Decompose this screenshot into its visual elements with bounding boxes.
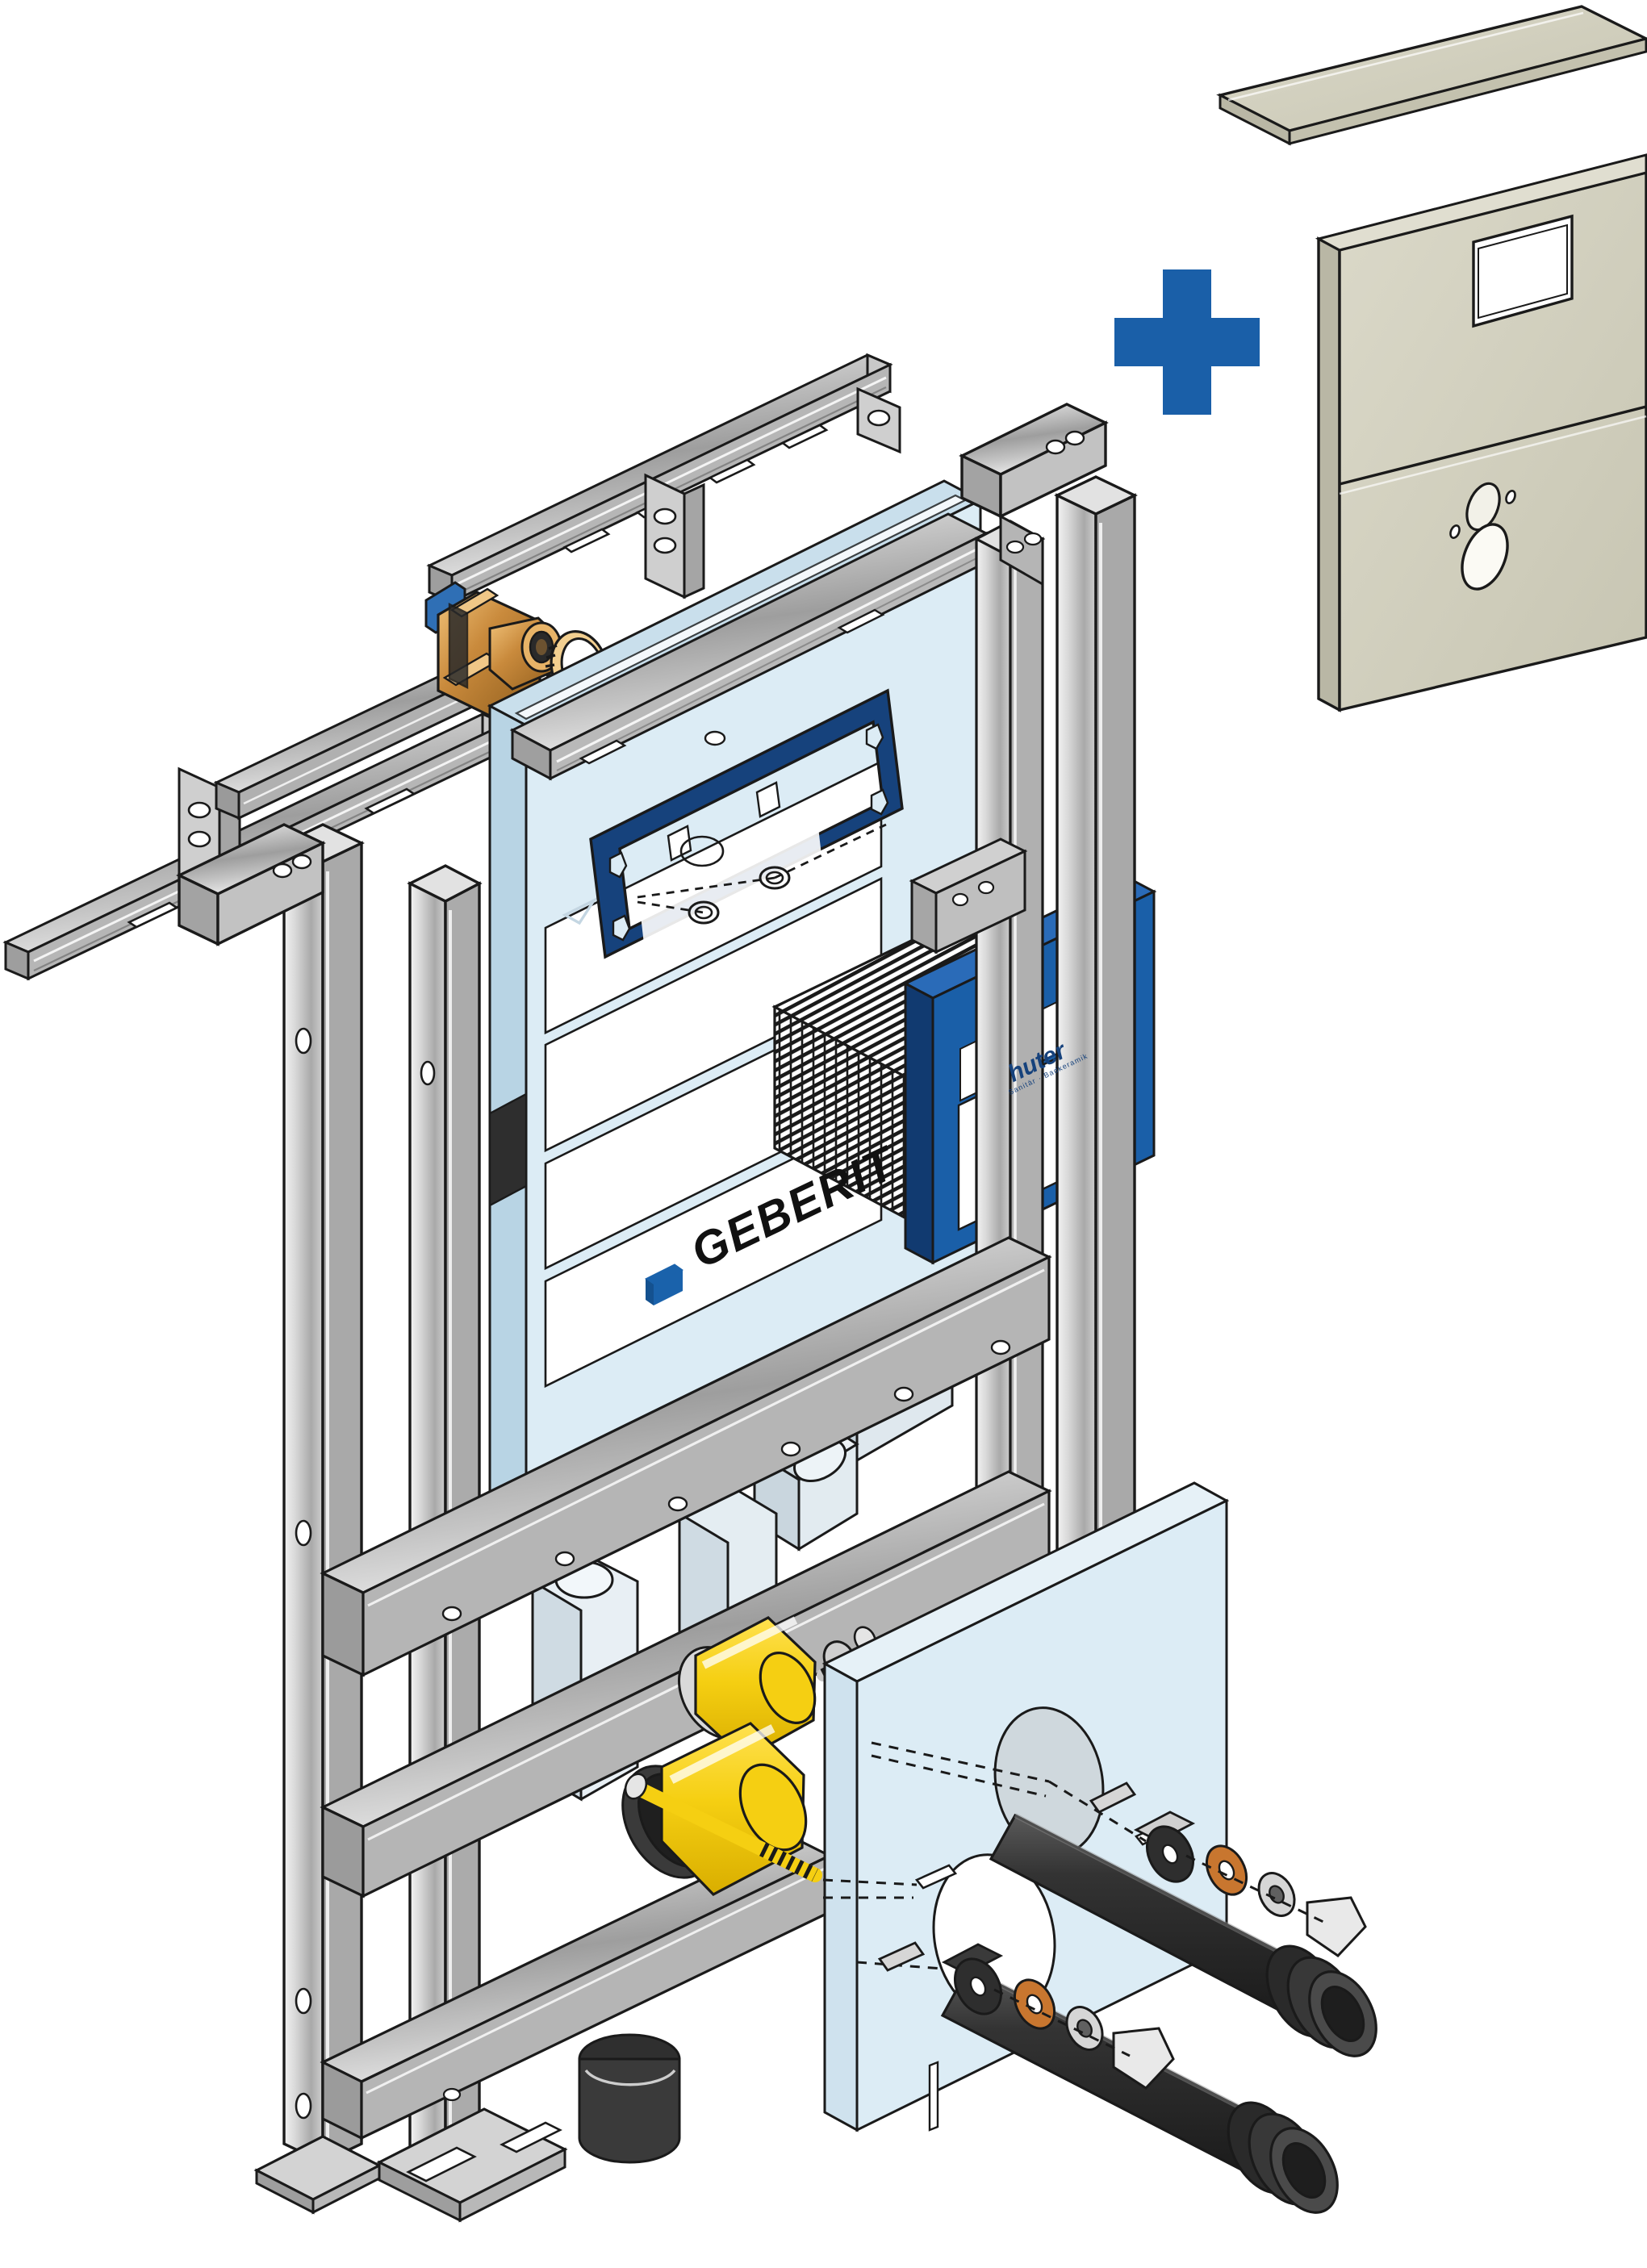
connector-pipe-upper: [989, 1781, 1377, 2057]
drain-outlet: [578, 2033, 681, 2164]
threaded-rod-lower: [624, 1773, 822, 1882]
frame-crossrail-mid-upper: [320, 1236, 1052, 1677]
flush-plate-cover: [1216, 5, 1647, 146]
flush-plate: [1315, 153, 1647, 712]
brass-valve: [424, 581, 564, 721]
yellow-sleeve-upper: [678, 1616, 817, 1761]
frame-post-right: [1054, 475, 1138, 1866]
frame-foot-left: [253, 2135, 382, 2215]
frame-foot-right: [376, 2107, 568, 2223]
flush-button-large[interactable]: [1453, 518, 1516, 596]
cistern-gasket-frame: [589, 688, 904, 959]
frame-bracket-left-arm: [176, 823, 326, 946]
plus-icon: [1114, 269, 1260, 415]
connector-pipe-lower: [856, 1941, 1339, 2214]
flush-button-small[interactable]: [1461, 478, 1506, 534]
flush-plate-pin-upper: [1505, 490, 1516, 504]
frame-post-left: [281, 823, 365, 2165]
flush-plate-window: [1472, 214, 1574, 328]
flush-plate-pin-lower: [1449, 524, 1461, 539]
frame-crossrail-bottom: [320, 1835, 833, 2141]
frame-crossbrace-upper: [909, 837, 1028, 954]
frame-bracket-right-arm: [959, 403, 1109, 587]
